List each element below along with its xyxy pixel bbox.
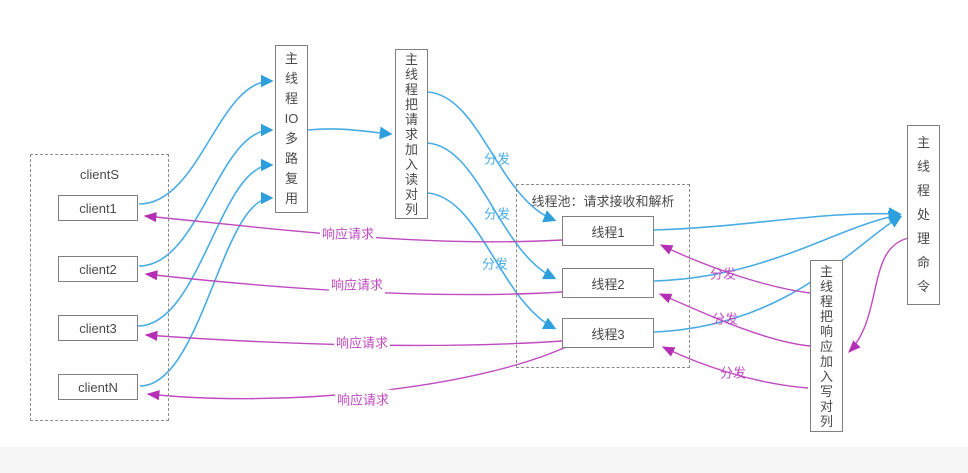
dispatch-label-write-1: 分发: [709, 266, 737, 282]
thread3-node: 线程3: [562, 318, 654, 348]
command-process-node: 主 线 程 处 理 命 令: [907, 125, 940, 305]
client3-node: client3: [58, 315, 138, 341]
bottom-gray-strip: [0, 447, 968, 473]
edge-io-to-readqueue: [307, 126, 393, 140]
thread-pool-title: 线程池：请求接收和解析: [531, 194, 675, 209]
write-queue-node: 主 线 程 把 响 应 加 入 写 对 列: [810, 260, 843, 432]
dispatch-label-write-3: 分发: [719, 365, 747, 381]
respond-label-client3: 响应请求: [333, 332, 391, 352]
thread2-node: 线程2: [562, 268, 654, 298]
clients-group-title: clientS: [79, 167, 120, 182]
edge-thread2-to-command: [653, 210, 902, 282]
edge-command-to-writequeue: [848, 237, 910, 353]
thread1-node: 线程1: [562, 216, 654, 246]
client2-node: client2: [58, 256, 138, 282]
clientN-node: clientN: [58, 374, 138, 400]
respond-label-client1: 响应请求: [319, 223, 377, 243]
clients-group-box: [30, 154, 169, 421]
client1-node: client1: [58, 195, 138, 221]
read-queue-node: 主 线 程 把 请 求 加 入 读 对 列: [395, 49, 428, 219]
edge-thread1-to-command: [653, 207, 902, 231]
respond-label-client2: 响应请求: [328, 274, 386, 294]
dispatch-label-read-1: 分发: [483, 151, 511, 167]
dispatch-label-read-3: 分发: [481, 256, 509, 272]
dispatch-label-write-2: 分发: [711, 311, 739, 327]
io-multiplex-node: 主 线 程 IO 多 路 复 用: [275, 45, 308, 213]
dispatch-label-read-2: 分发: [483, 206, 511, 222]
edge-thread3-to-command: [653, 215, 903, 333]
respond-label-clientN: 响应请求: [334, 389, 392, 409]
thread-pool-box: [516, 184, 690, 368]
